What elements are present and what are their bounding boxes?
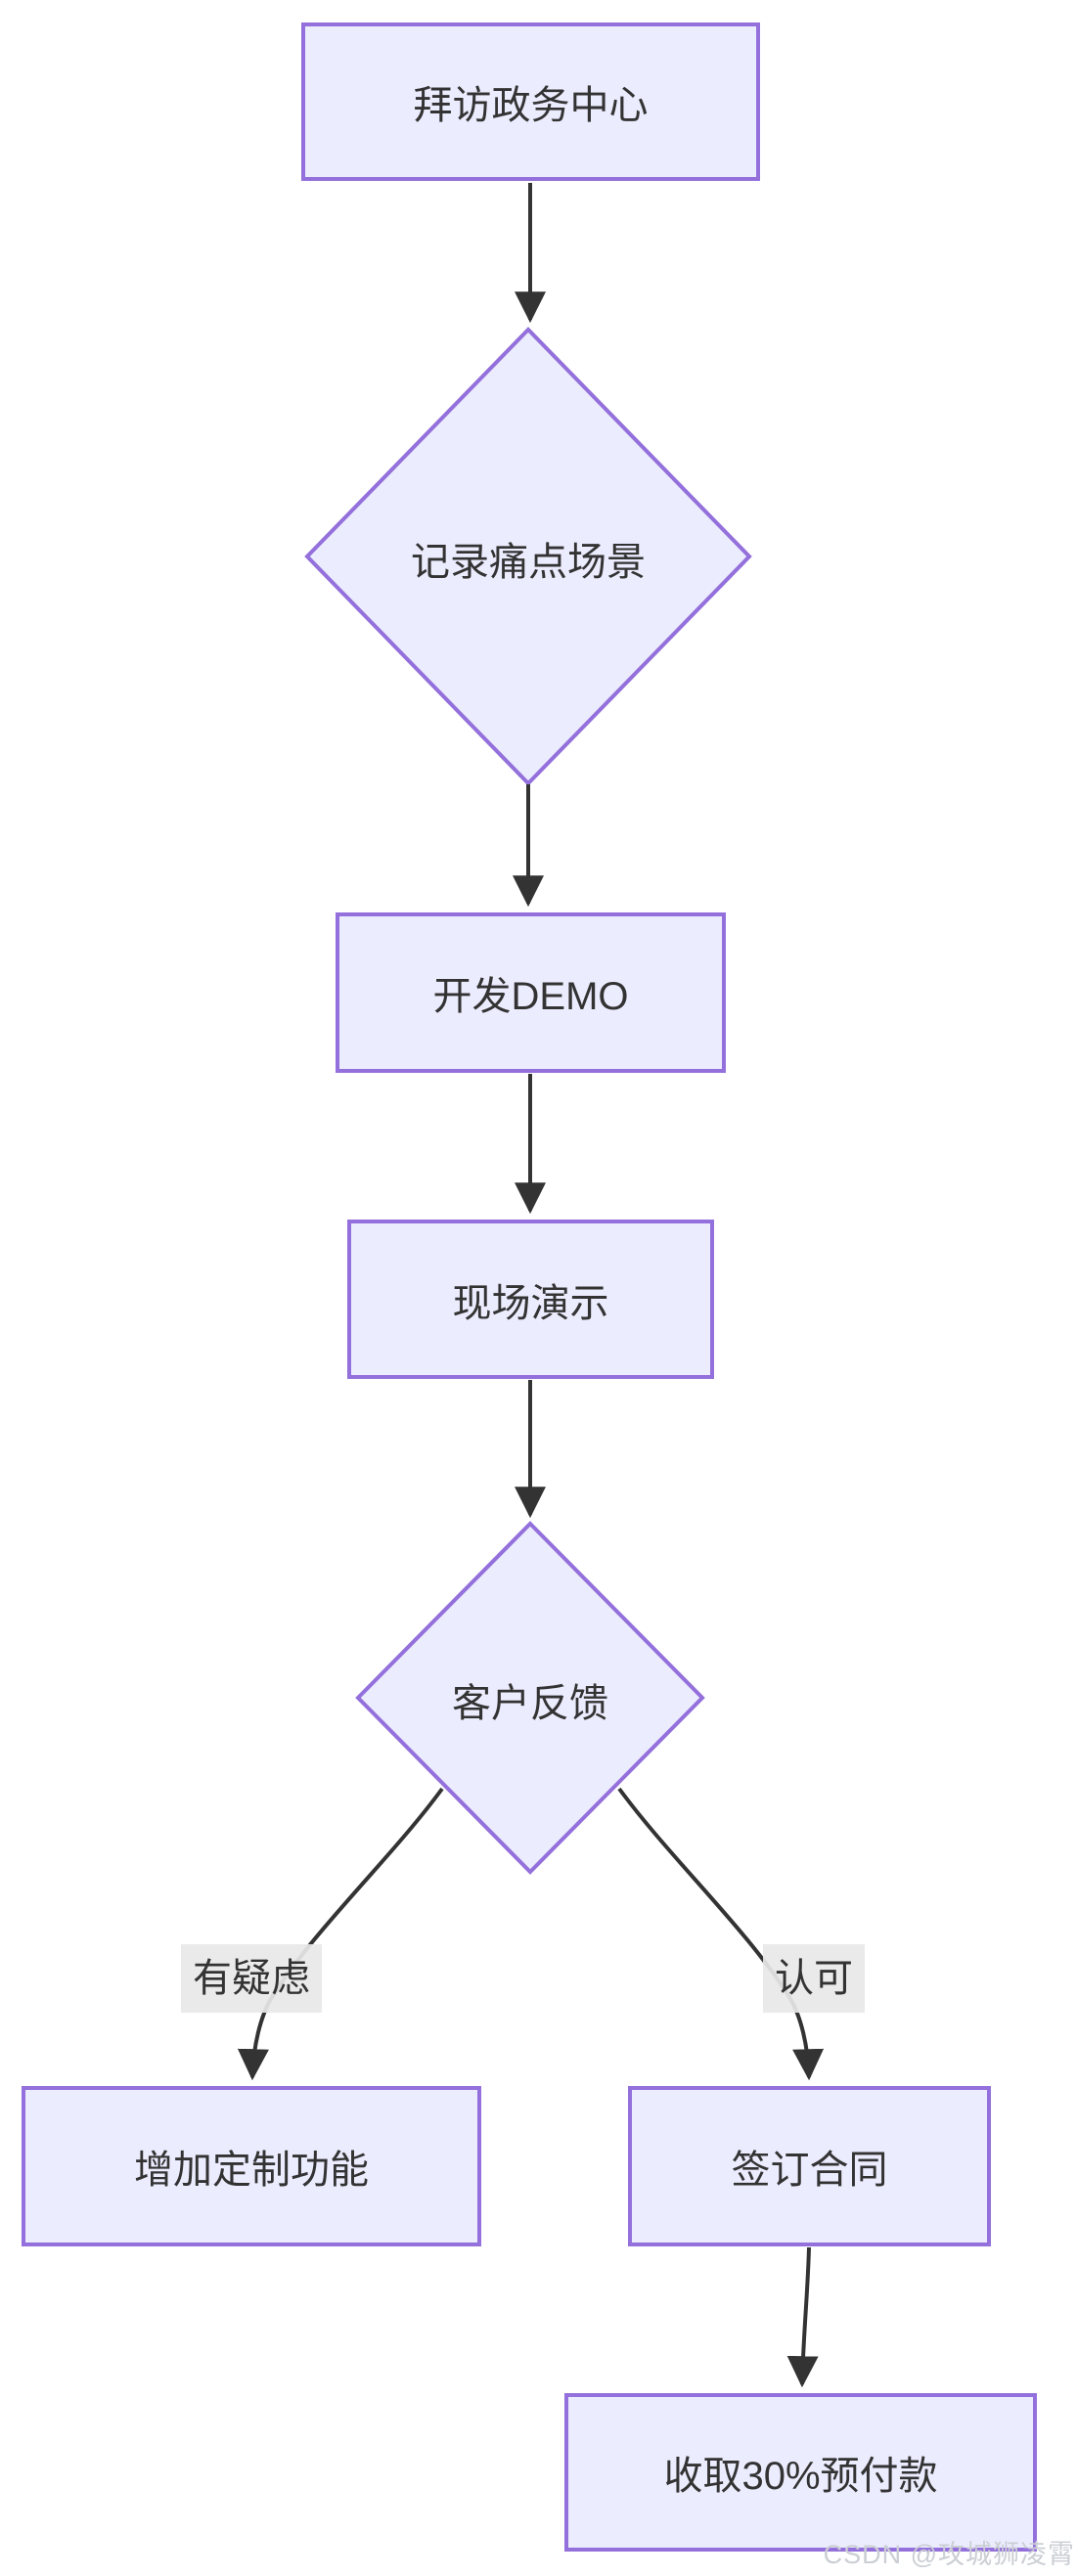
node-develop-demo: 开发DEMO (336, 912, 726, 1073)
node-live-demonstration: 现场演示 (347, 1220, 714, 1379)
edge-label-doubts: 有疑虑 (181, 1944, 322, 2013)
node-visit-gov-center: 拜访政务中心 (301, 22, 760, 181)
node-live-demonstration-label: 现场演示 (452, 1281, 609, 1325)
diamond-customer-feedback (355, 1521, 705, 1875)
node-add-custom-features-label: 增加定制功能 (134, 2149, 369, 2192)
edge-contract-to-prepayment (786, 2246, 819, 2388)
node-add-custom-features: 增加定制功能 (22, 2086, 481, 2246)
edge-feedback-to-customize (237, 1787, 444, 2081)
diamond-record-painpoints (304, 327, 752, 786)
node-collect-prepayment-label: 收取30%预付款 (663, 2455, 938, 2498)
node-sign-contract: 签订合同 (628, 2086, 991, 2246)
node-sign-contract-label: 签订合同 (731, 2149, 888, 2192)
node-develop-demo-label: 开发DEMO (432, 975, 629, 1018)
node-customer-feedback-label: 客户反馈 (452, 1682, 608, 1725)
node-collect-prepayment: 收取30%预付款 (564, 2393, 1037, 2552)
csdn-watermark: CSDN @攻城狮凌霄 (823, 2540, 1075, 2569)
node-record-painpoints-label: 记录痛点场景 (411, 541, 646, 584)
edge-label-approve: 认可 (763, 1944, 865, 2013)
node-visit-gov-center-label: 拜访政务中心 (413, 84, 649, 127)
edge-feedback-to-contract (617, 1787, 825, 2081)
